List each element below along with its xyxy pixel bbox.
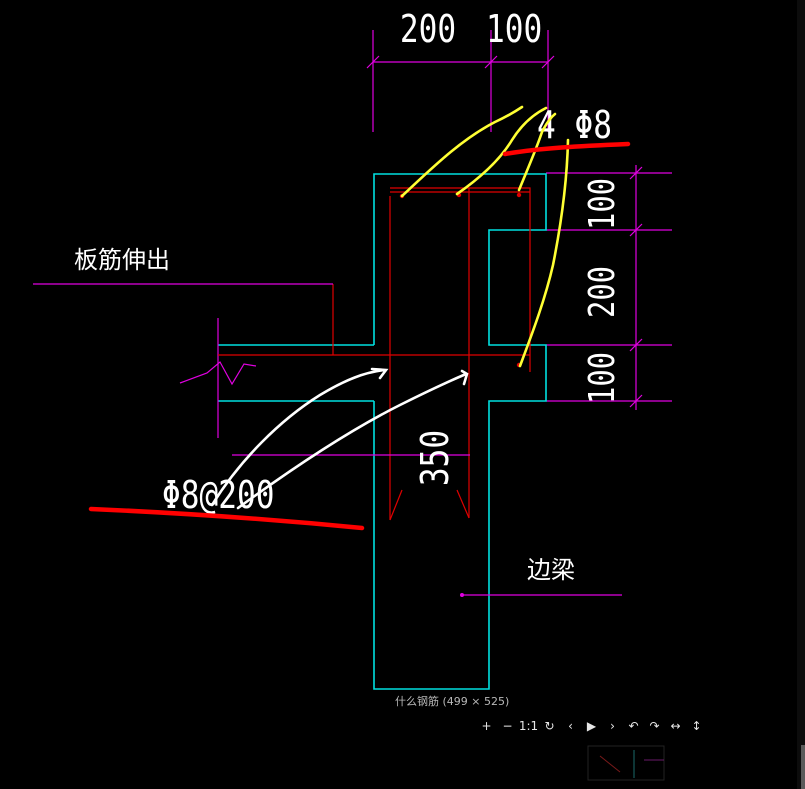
dim-right-mid-text: 200	[581, 266, 623, 318]
scrollbar-thumb[interactable]	[801, 745, 805, 789]
yellow-markup-strokes	[400, 105, 570, 368]
right-dimension-chain	[546, 165, 672, 410]
rebar-points	[399, 192, 522, 368]
slab-break-line	[179, 318, 257, 438]
rebar-top-text: 4 Φ8	[537, 104, 612, 148]
flip-vertical-button[interactable]: ↕	[691, 719, 702, 733]
scrollbar-track[interactable]	[797, 0, 805, 789]
red-underline-strokes	[88, 141, 631, 531]
edge-beam-leader-dot	[460, 593, 464, 597]
zoom-out-button[interactable]: −	[502, 719, 513, 733]
dim-right-bottom-text: 100	[581, 352, 623, 404]
rotate-left-button[interactable]: ↶	[628, 719, 639, 733]
next-button[interactable]: ›	[610, 719, 615, 733]
thumbnail-preview	[587, 745, 665, 781]
play-button[interactable]: ▶	[586, 719, 597, 733]
image-caption: 什么钢筋 (499 × 525)	[395, 695, 510, 708]
white-markup-strokes	[210, 367, 469, 510]
dim-top-left-text: 200	[400, 8, 456, 52]
rotate-right-button[interactable]: ↷	[649, 719, 660, 733]
actual-size-button[interactable]: 1:1	[518, 719, 539, 733]
leader-lines	[33, 283, 622, 596]
concrete-outline	[218, 173, 547, 690]
dim-right-top-text: 100	[581, 178, 623, 230]
top-dimension-chain	[366, 30, 555, 132]
dim-beam-width-text: 350	[414, 430, 458, 486]
zoom-in-button[interactable]: +	[481, 719, 492, 733]
label-slab-extend: 板筋伸出	[74, 246, 170, 274]
flip-horizontal-button[interactable]: ↔	[670, 719, 681, 733]
viewer-toolbar: +−1:1 ↻ ‹ ▶ › ↶ ↷ ↔ ↕	[476, 716, 707, 736]
label-edge-beam: 边梁	[527, 556, 575, 584]
dim-top-right-text: 100	[486, 8, 542, 52]
reset-button[interactable]: ↻	[544, 719, 555, 733]
previous-button[interactable]: ‹	[568, 719, 573, 733]
